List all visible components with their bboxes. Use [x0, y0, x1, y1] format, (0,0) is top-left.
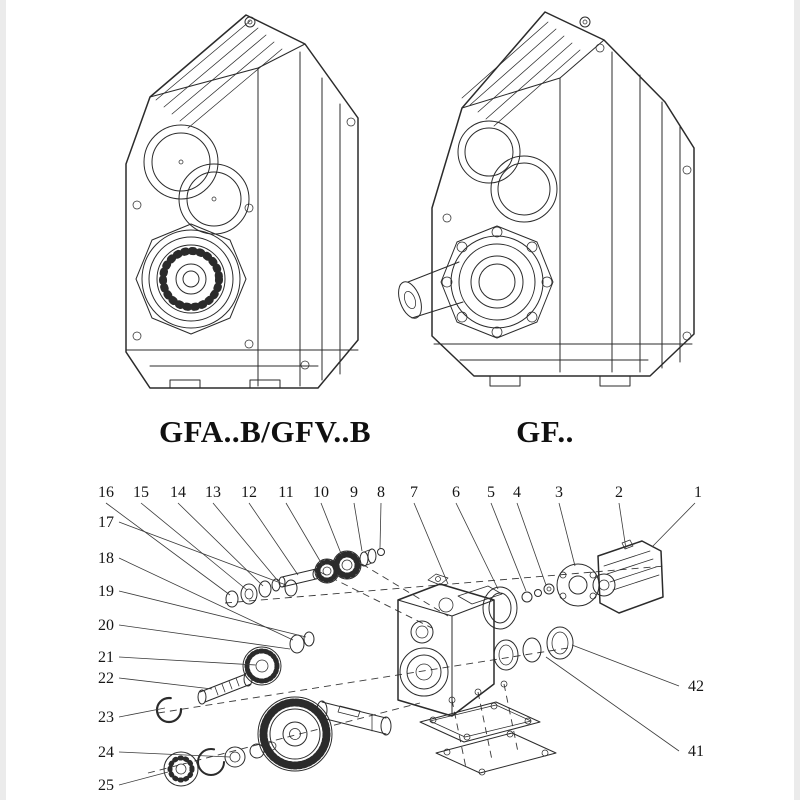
model-label-right: GF..: [516, 414, 574, 449]
callout-4: 4: [513, 484, 521, 501]
output-shaft-parts: [163, 696, 392, 787]
callout-23: 23: [98, 709, 114, 726]
cover-gasket: [435, 732, 557, 774]
cooling-ribs: [155, 20, 283, 129]
output-flange: [440, 225, 554, 339]
callout-22: 22: [98, 670, 114, 687]
snap-ring: [197, 748, 225, 776]
leader-lines: [105, 502, 696, 786]
cover-plate-parts: [419, 680, 557, 776]
shim-gasket: [457, 585, 503, 605]
callout-8: 8: [377, 484, 385, 501]
callout-9: 9: [350, 484, 358, 501]
page-edge-right: [794, 0, 800, 800]
callout-11: 11: [278, 484, 293, 501]
callout-16: 16: [98, 484, 114, 501]
callout-1: 1: [694, 484, 702, 501]
callout-18: 18: [98, 550, 114, 567]
callout-10: 10: [313, 484, 329, 501]
callout-17: 17: [98, 514, 114, 531]
helical-output-gear: [257, 696, 333, 772]
gearbox-left-drawing: [125, 14, 359, 389]
callout-42: 42: [688, 678, 704, 695]
callout-24: 24: [98, 744, 114, 761]
callout-13: 13: [205, 484, 221, 501]
callout-7: 7: [410, 484, 418, 501]
housing-silhouette: [431, 11, 695, 377]
callout-5: 5: [487, 484, 495, 501]
callout-15: 15: [133, 484, 149, 501]
input-shaft-parts: [225, 548, 385, 608]
c-ring: [155, 696, 183, 724]
cooling-ribs: [461, 21, 581, 127]
gearbox-right-drawing: [398, 11, 695, 387]
output-shaft-cylinder: [316, 700, 392, 736]
input-unit-parts: [482, 539, 664, 630]
intermediate-gear: [242, 646, 282, 686]
callout-19: 19: [98, 583, 114, 600]
callout-3: 3: [555, 484, 563, 501]
bolt-holes: [442, 43, 692, 341]
callout-20: 20: [98, 617, 114, 634]
lifting-hole: [244, 16, 256, 28]
page-edge-left: [0, 0, 6, 800]
callout-2: 2: [615, 484, 623, 501]
lifting-hole: [579, 16, 591, 28]
callout-12: 12: [241, 484, 257, 501]
callout-numbers: 16 15 14 13 12 11 10 9 8 7 6 5 4 3 2 1 1…: [98, 484, 704, 794]
callout-25: 25: [98, 777, 114, 794]
bearing-bosses: [457, 120, 558, 223]
callout-6: 6: [452, 484, 460, 501]
callout-21: 21: [98, 649, 114, 666]
cover-plate: [419, 701, 541, 743]
bearing-bosses: [143, 124, 250, 235]
pinion-shaft: [197, 671, 253, 705]
motor-input-unit: [592, 539, 664, 614]
exploded-housing: [397, 573, 495, 717]
retaining-rings: [493, 626, 574, 671]
exploded-view-drawing: 16 15 14 13 12 11 10 9 8 7 6 5 4 3 2 1 1…: [98, 484, 704, 794]
ball-bearing: [163, 751, 199, 787]
housing-silhouette: [125, 14, 359, 389]
callout-14: 14: [170, 484, 186, 501]
output-shaft: [398, 261, 464, 319]
input-gear-large: [332, 550, 362, 580]
output-bearing: [135, 223, 247, 335]
model-label-left: GFA..B/GFV..B: [158, 414, 372, 449]
intermediate-shaft-parts: [155, 579, 315, 724]
callout-41: 41: [688, 743, 704, 760]
assembly-axes: [147, 563, 666, 774]
